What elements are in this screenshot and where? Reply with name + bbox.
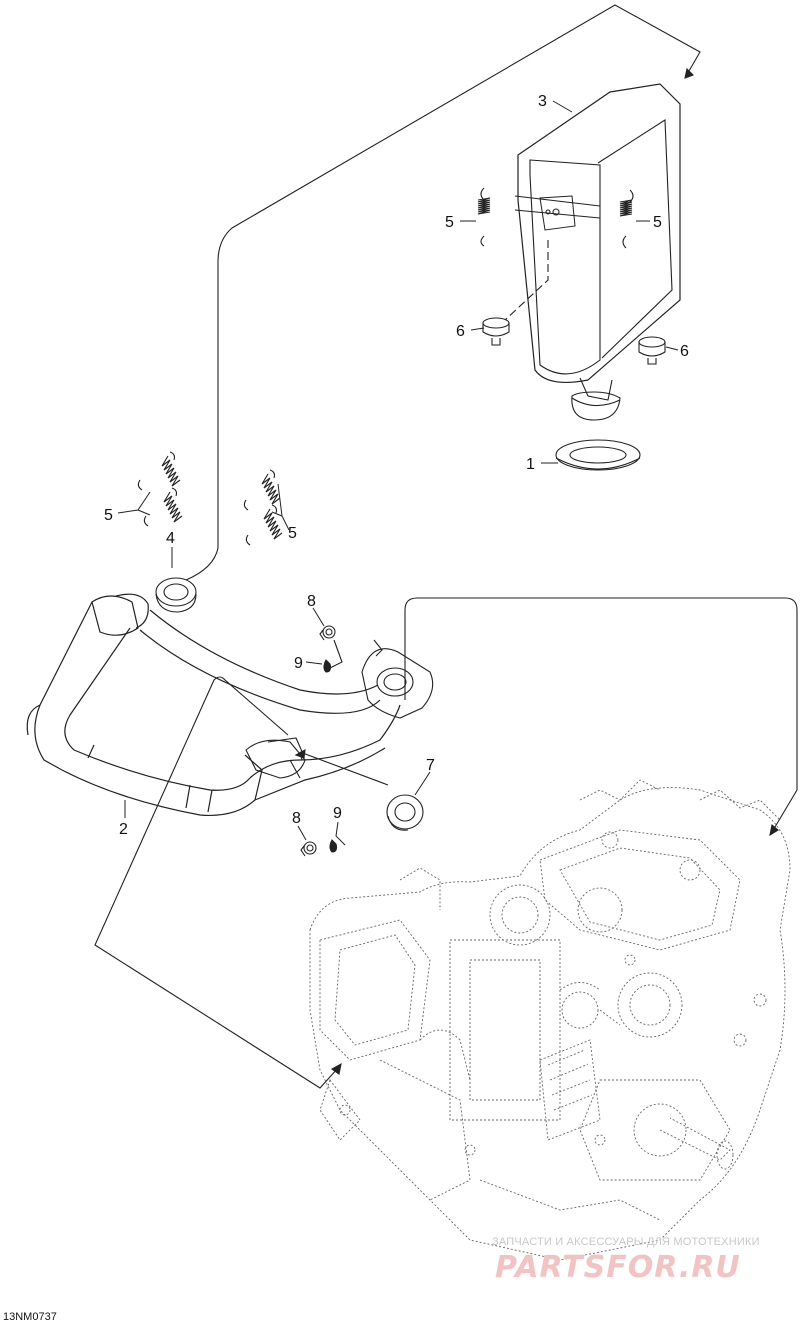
- engine-block: [309, 779, 791, 1261]
- callout-6-left: 6: [456, 323, 465, 340]
- callout-3: 3: [538, 93, 547, 110]
- callout-2: 2: [119, 821, 128, 838]
- leader-5-left-pair: [117, 491, 151, 516]
- callout-5-muffler-left: 5: [445, 214, 454, 231]
- watermark-text: ЗАПЧАСТИ И АКСЕССУАРЫ ДЛЯ МОТОТЕХНИКИ: [492, 1236, 760, 1248]
- callout-9-lower: 9: [333, 805, 342, 822]
- leader-gasket-7: [299, 751, 389, 786]
- bumper-right: [638, 336, 666, 365]
- spring-header-d: [245, 504, 283, 546]
- spring-muffler-left: [477, 187, 491, 247]
- muffler: [514, 83, 681, 421]
- routing-leader-engine-left: [94, 676, 339, 1089]
- callout-5-left-pair: 5: [104, 507, 113, 524]
- spring-header-b: [143, 487, 183, 527]
- leader-6-left: [470, 327, 485, 331]
- stud-lower: [329, 839, 338, 853]
- leader-8-lower: [297, 825, 307, 841]
- leader-8-upper: [312, 607, 325, 627]
- callout-8-lower: 8: [292, 810, 301, 827]
- watermark-logo: PARTSFOR.RU: [495, 1250, 741, 1285]
- callout-5-muffler-right: 5: [653, 214, 662, 231]
- callout-5-middle-pair: 5: [288, 525, 297, 542]
- leader-9-lower: [335, 821, 346, 846]
- spring-header-a: [137, 451, 181, 491]
- nut-upper: [319, 625, 336, 641]
- leader-9-upper: [305, 661, 323, 665]
- routing-leader-engine-right: [404, 597, 798, 833]
- leader-3: [552, 100, 573, 113]
- spring-header-c: [243, 469, 281, 511]
- callout-6-right: 6: [680, 343, 689, 360]
- bumper-left: [482, 317, 510, 346]
- leader-gasket-7-arrow: [294, 748, 306, 759]
- gasket-exhaust-port: [386, 794, 424, 831]
- leader-nut-upper: [329, 639, 343, 669]
- spring-muffler-right: [619, 189, 634, 249]
- gasket-header-inlet: [155, 577, 197, 613]
- routing-arrow-engine-left: [330, 1062, 342, 1075]
- stud-upper: [323, 659, 332, 673]
- leader-6-right: [665, 346, 679, 351]
- callout-7: 7: [426, 757, 435, 774]
- nut-lower: [300, 841, 317, 857]
- leader-7: [414, 771, 431, 796]
- routing-arrow-muffler: [684, 67, 694, 79]
- center-line-bumper-6: [504, 240, 549, 321]
- routing-arrow-engine-right: [769, 823, 779, 837]
- leader-5-middle-pair: [271, 483, 290, 531]
- header-flange-upper: [361, 639, 434, 719]
- gasket-muffler: [555, 439, 641, 471]
- exhaust-header-pipe: [26, 593, 401, 817]
- callout-4: 4: [166, 530, 175, 547]
- figure-code: 13NM0737: [3, 1311, 57, 1323]
- callout-8-upper: 8: [307, 593, 316, 610]
- header-flange-lower: [245, 737, 306, 779]
- callout-9-upper: 9: [294, 655, 303, 672]
- callout-1: 1: [526, 456, 535, 473]
- routing-leader-muffler: [185, 4, 701, 581]
